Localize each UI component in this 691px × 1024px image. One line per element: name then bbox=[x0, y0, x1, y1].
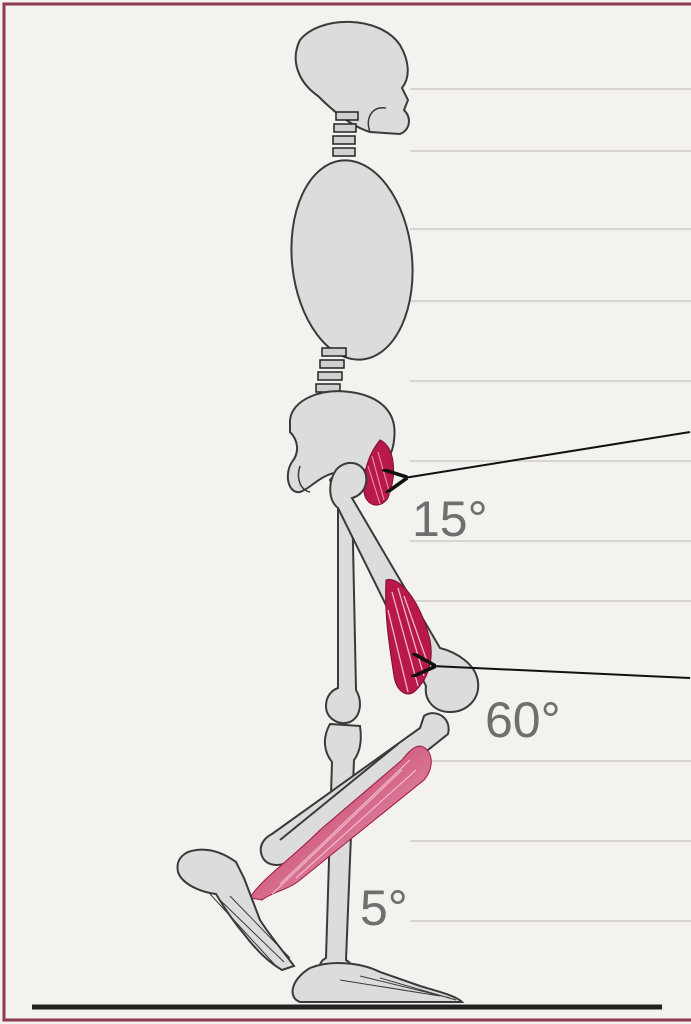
hip-arrow bbox=[404, 432, 690, 478]
cervical-spine bbox=[333, 112, 358, 156]
rib-cage bbox=[282, 154, 422, 365]
hip-angle-label: 15° bbox=[412, 494, 488, 544]
lumbar-spine bbox=[316, 348, 346, 392]
swing-foot bbox=[177, 850, 294, 970]
ankle-angle-label: 5° bbox=[360, 883, 408, 933]
knee-angle-label: 60° bbox=[485, 695, 561, 745]
stance-foot bbox=[293, 963, 462, 1002]
thigh-muscle bbox=[386, 580, 432, 694]
